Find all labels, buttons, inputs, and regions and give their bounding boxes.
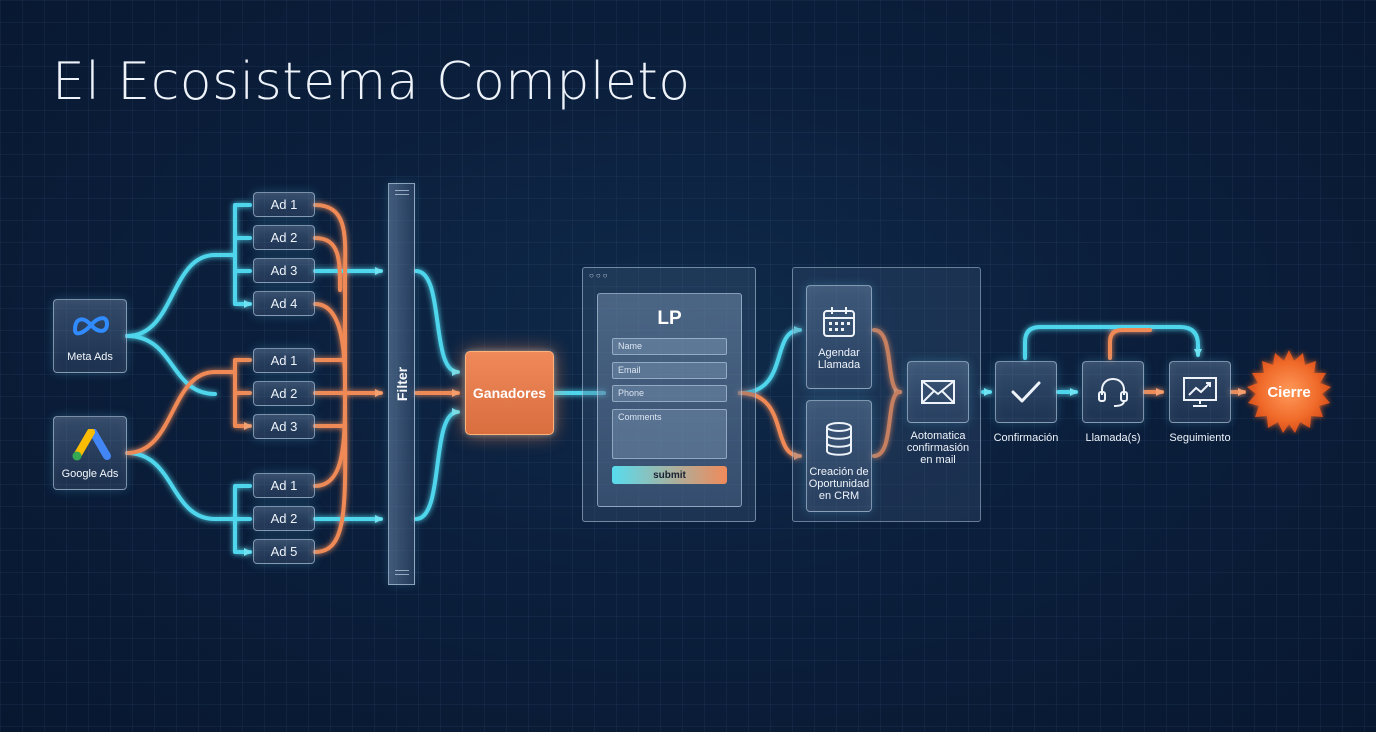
- crm-opportunity-label-1: Creación de: [809, 466, 869, 478]
- winners-node: Ganadores: [465, 351, 554, 435]
- sunburst-icon: [1247, 350, 1331, 433]
- landing-page-form: LP Name Email Phone Comments submit: [597, 293, 742, 507]
- filter-grip-mark: [395, 574, 409, 575]
- headset-icon: [1098, 377, 1128, 407]
- filter-grip-mark: [395, 194, 409, 195]
- ad-card: Ad 5: [253, 539, 315, 564]
- page-title: El Ecosistema Completo: [52, 52, 691, 112]
- lp-title: LP: [657, 308, 682, 329]
- submit-button[interactable]: submit: [612, 466, 727, 484]
- filter-grip-mark: [395, 570, 409, 571]
- schedule-call-label-1: Agendar: [818, 347, 860, 359]
- filter-bar: Filter: [388, 183, 415, 585]
- email-field[interactable]: Email: [612, 362, 727, 379]
- crm-opportunity-label-3: en CRM: [818, 490, 860, 502]
- email-confirmation-label: Aotomatica confirmasión en mail: [892, 430, 984, 466]
- ad-card: Ad 2: [253, 381, 315, 406]
- ad-card: Ad 3: [253, 258, 315, 283]
- ad-card: Ad 4: [253, 291, 315, 316]
- calls-label: Llamada(s): [1085, 432, 1141, 444]
- database-icon: [826, 422, 852, 456]
- crm-panel: [792, 267, 981, 522]
- filter-label: Filter: [393, 366, 410, 402]
- calendar-icon: [823, 307, 855, 337]
- ad-card: Ad 1: [253, 192, 315, 217]
- ad-card: Ad 3: [253, 414, 315, 439]
- email-confirmation-node: [907, 361, 969, 423]
- ad-card: Ad 2: [253, 506, 315, 531]
- close-label: Cierre: [1267, 383, 1311, 401]
- ad-card: Ad 1: [253, 473, 315, 498]
- followup-label: Seguimiento: [1169, 432, 1231, 444]
- confirmation-label: Confirmación: [993, 432, 1059, 444]
- meta-ads-source: Meta Ads: [53, 299, 127, 373]
- followup-node: [1169, 361, 1231, 423]
- google-ads-source: Google Ads: [53, 416, 127, 490]
- schedule-call-label-2: Llamada: [817, 359, 861, 371]
- confirmation-node: [995, 361, 1057, 423]
- google-ads-label: Google Ads: [61, 468, 119, 480]
- filter-grip-mark: [395, 190, 409, 191]
- name-field[interactable]: Name: [612, 338, 727, 355]
- phone-field[interactable]: Phone: [612, 385, 727, 402]
- window-controls-icon: ○○○: [589, 271, 610, 280]
- crm-opportunity-label-2: Oportunidad: [808, 478, 870, 490]
- envelope-icon: [921, 380, 955, 404]
- meta-logo-icon: [73, 316, 109, 336]
- calls-node: [1082, 361, 1144, 423]
- monitor-chart-icon: [1183, 377, 1217, 407]
- ad-card: Ad 1: [253, 348, 315, 373]
- schedule-call-card: Agendar Llamada: [806, 285, 872, 389]
- crm-opportunity-card: Creación de Oportunidad en CRM: [806, 400, 872, 512]
- ad-card: Ad 2: [253, 225, 315, 250]
- email-label-line-2: confirmasión: [906, 442, 970, 454]
- check-icon: [1011, 381, 1041, 403]
- google-ads-logo-icon: [72, 429, 111, 461]
- comments-field[interactable]: Comments: [612, 409, 727, 459]
- email-label-line-1: Aotomatica: [910, 430, 966, 442]
- meta-ads-label: Meta Ads: [67, 351, 113, 363]
- email-label-line-3: en mail: [920, 454, 956, 466]
- close-node: Cierre: [1245, 348, 1333, 436]
